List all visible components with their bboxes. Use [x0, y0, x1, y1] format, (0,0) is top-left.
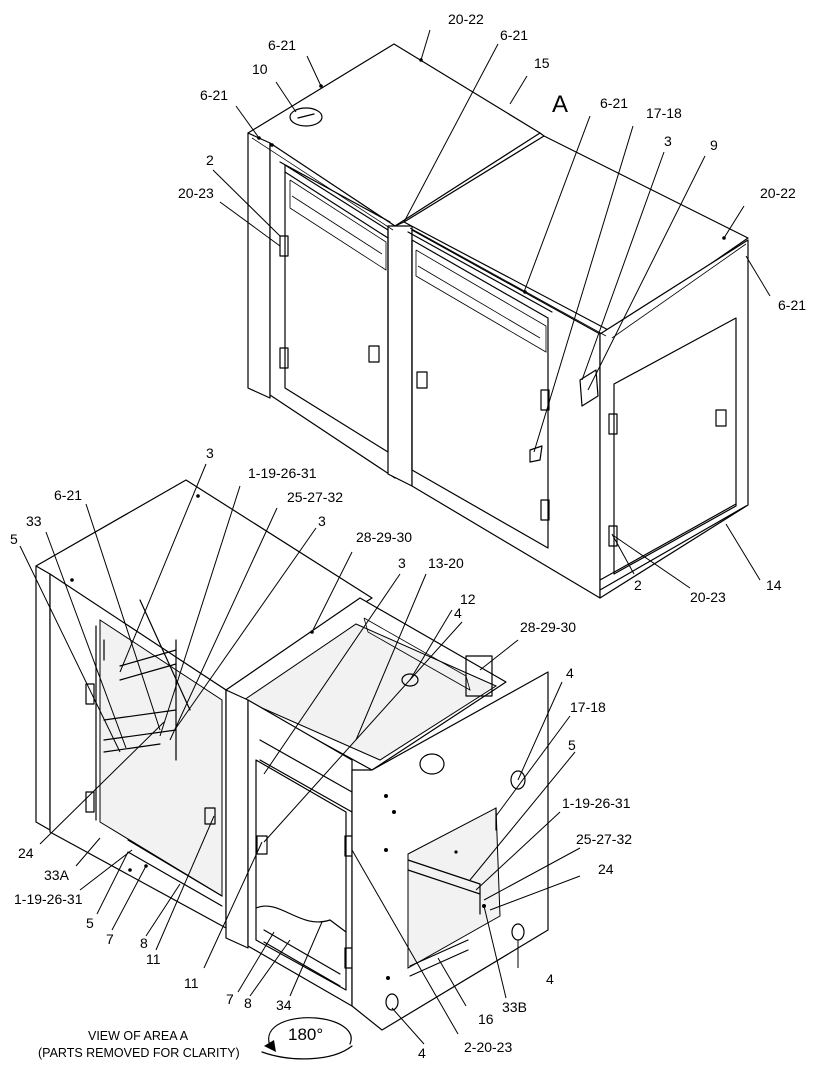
upper-left-door-latch: [368, 345, 380, 363]
callout-label: 25-27-32: [287, 489, 343, 505]
upper-right-end-door: [613, 317, 737, 575]
side-hole-upper: [510, 770, 526, 790]
callout-label: 20-22: [760, 185, 796, 201]
callout-label: 6-21: [268, 37, 296, 53]
callout-label: 4: [566, 665, 574, 681]
callout-label: 9: [710, 137, 718, 153]
callout-label: 8: [140, 935, 148, 951]
side-hole-bottom: [385, 993, 399, 1011]
callout-label: 3: [398, 555, 406, 571]
callout-label: 7: [106, 931, 114, 947]
center-frame-left-post: [225, 689, 249, 949]
upper-right-door-latch: [715, 409, 727, 427]
upper-right-hinge-bottom: [608, 525, 618, 547]
caption-line-1: VIEW OF AREA A: [88, 1029, 189, 1043]
callout-label: 34: [276, 997, 292, 1013]
side-round-port: [419, 753, 445, 775]
callout-label: 17-18: [570, 699, 606, 715]
view-caption: VIEW OF AREA A (PARTS REMOVED FOR CLARIT…: [38, 1017, 353, 1060]
callout-label: 33: [26, 513, 42, 529]
leader-lines: [19, 29, 771, 1045]
callout-label: 3: [664, 133, 672, 149]
callout-label: 6-21: [500, 27, 528, 43]
upper-left-door: [284, 164, 389, 453]
callout-label: 6-21: [54, 487, 82, 503]
rotation-angle: 180°: [288, 1025, 323, 1044]
upper-right-plate: [579, 369, 599, 407]
callout-label: 3: [206, 445, 214, 461]
callout-label: 28-29-30: [356, 529, 412, 545]
lower-left-hinge-bottom: [85, 791, 95, 813]
upper-right-end-panel: [599, 239, 749, 599]
callout-label: 6-21: [778, 297, 806, 313]
center-frame-opening: [242, 623, 498, 761]
callout-label: 15: [534, 55, 550, 71]
rotation-arrowhead: [264, 1040, 276, 1052]
view-marker-a: A: [552, 91, 568, 118]
lower-left-side-panel: [35, 565, 51, 831]
upper-middle-door: [411, 239, 549, 549]
callout-label: 3: [318, 513, 326, 529]
callout-label: 5: [86, 915, 94, 931]
upper-middle-hinge-top: [540, 389, 550, 411]
caption-line-2: (PARTS REMOVED FOR CLARITY): [38, 1046, 240, 1060]
upper-middle-post: [387, 225, 413, 487]
top-access-hole: [401, 673, 419, 687]
upper-left-side-panel: [247, 132, 271, 399]
callout-label: 2: [206, 152, 214, 168]
callout-label: 24: [18, 845, 34, 861]
lower-right-window: [407, 807, 501, 969]
center-door-latch: [256, 835, 268, 855]
callout-label: 11: [146, 951, 161, 967]
callout-label: 7: [226, 991, 234, 1007]
top-bracket: [465, 655, 493, 697]
callout-label: 20-23: [690, 589, 726, 605]
callout-label: 1-19-26-31: [248, 465, 317, 481]
upper-middle-door-tag: [529, 445, 543, 463]
rotation-arrow: [268, 1017, 352, 1047]
callout-label: 20-22: [448, 11, 484, 27]
callout-label: 6-21: [600, 95, 628, 111]
callout-label: 24: [598, 861, 614, 877]
callout-label: 28-29-30: [520, 619, 576, 635]
callout-label: 5: [10, 531, 18, 547]
callout-label: 13-20: [428, 555, 464, 571]
upper-enclosure: [247, 43, 749, 599]
callout-label: 4: [418, 1045, 426, 1061]
callout-label: 10: [252, 61, 268, 77]
callout-label: 2: [634, 577, 642, 593]
upper-right-hinge-top: [608, 413, 618, 435]
callout-label: 11: [184, 975, 199, 991]
callout-label: 20-23: [178, 185, 214, 201]
callout-label: 16: [478, 1011, 494, 1027]
lower-frame-view: [35, 479, 549, 1031]
callout-label: 1-19-26-31: [14, 891, 83, 907]
callout-label: 4: [454, 605, 462, 621]
callout-label: 17-18: [646, 105, 682, 121]
center-frame-door-opening: [255, 759, 347, 991]
upper-middle-hinge-bottom: [540, 499, 550, 521]
top-grille: [363, 617, 471, 691]
roof-vent-cover: [289, 107, 323, 127]
lower-left-hinge-top: [85, 683, 95, 705]
callout-label: 2-20-23: [464, 1039, 512, 1055]
callout-labels: 20-22 6-21 6-21 15 10 6-21 A 6-21 17-18 …: [10, 11, 806, 1061]
callout-label: 33A: [44, 867, 70, 883]
upper-left-hinge-bottom: [279, 347, 289, 369]
callout-label: 25-27-32: [576, 831, 632, 847]
upper-right-roof-panel: [403, 135, 749, 333]
callout-label: 14: [766, 577, 782, 593]
callout-label: 4: [546, 971, 554, 987]
callout-label: 33B: [502, 999, 527, 1015]
callout-label: 8: [244, 995, 252, 1011]
upper-middle-door-latch: [416, 371, 428, 389]
cutaway-break: [255, 905, 347, 933]
callout-label: 12: [460, 591, 476, 607]
callout-label: 5: [568, 737, 576, 753]
callout-label: 6-21: [200, 87, 228, 103]
callout-label: 1-19-26-31: [562, 795, 631, 811]
